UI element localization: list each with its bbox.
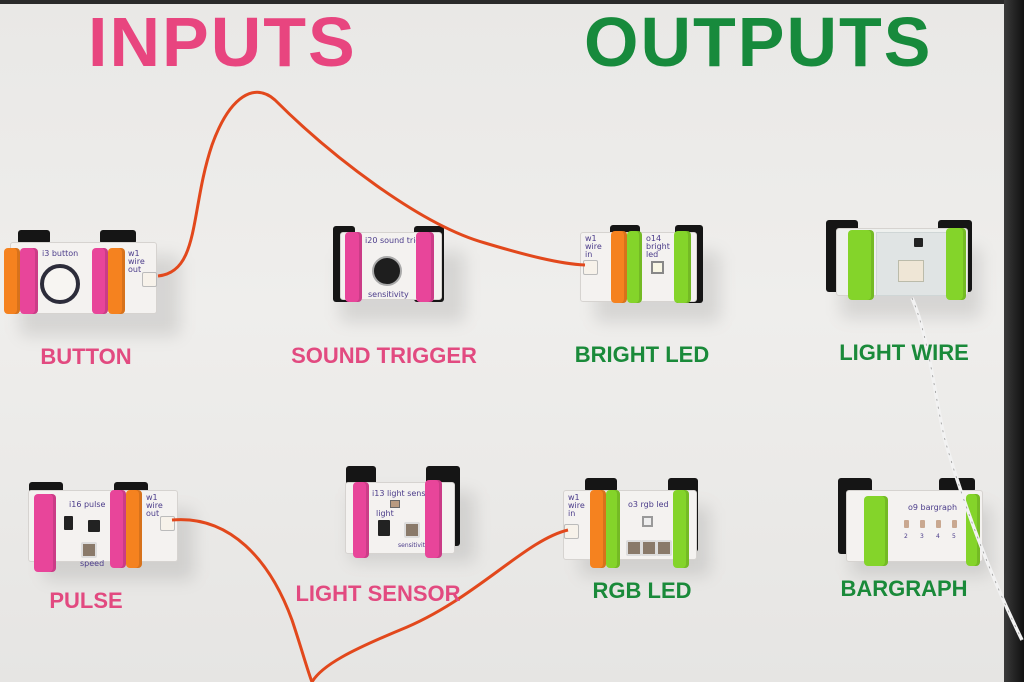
- bargraph-module: o9 bargraph 2 3 4 5: [836, 476, 991, 576]
- photo-sensor: [390, 500, 400, 508]
- inputs-heading: INPUTS: [88, 3, 357, 81]
- board-right-edge: [1004, 0, 1024, 682]
- rgb-led-name: o3 rgb led: [628, 500, 669, 509]
- wire-connector: [160, 516, 175, 531]
- wire-connector: [142, 272, 157, 287]
- button-module-name: i3 button: [42, 249, 79, 258]
- light-wire-connector: [898, 260, 924, 282]
- bright-led-module: w1 wire in o14 bright led: [575, 222, 720, 322]
- bargraph-label: BARGRAPH: [840, 576, 968, 601]
- light-sensor-label: LIGHT SENSOR: [295, 581, 461, 606]
- bright-led-wire-label: w1 wire in: [585, 234, 602, 259]
- sound-trigger-module: i20 sound trigger sensitivity: [330, 222, 465, 322]
- board-top-edge: [0, 0, 1024, 4]
- speed-label: speed: [80, 559, 105, 568]
- pulse-module: i16 pulse speed w1 wire out: [24, 480, 194, 580]
- pulse-name: i16 pulse: [69, 500, 106, 509]
- light-wire-label: LIGHT WIRE: [839, 340, 969, 365]
- sensitivity-label: sensitivity: [368, 290, 409, 299]
- rgb-led-wire-label: w1 wire in: [568, 493, 585, 518]
- light-label: light: [376, 509, 394, 518]
- bright-led-name: o14 bright led: [646, 234, 670, 259]
- sound-trigger-label: SOUND TRIGGER: [291, 343, 477, 368]
- bargraph-name: o9 bargraph: [908, 503, 958, 512]
- button-module: i3 button w1 wire out: [0, 226, 180, 336]
- push-button[interactable]: [40, 264, 80, 304]
- pulse-wire-label: w1 wire out: [146, 493, 163, 518]
- microphone: [372, 256, 402, 286]
- outputs-heading: OUTPUTS: [584, 3, 933, 81]
- pulse-wire: [171, 518, 314, 682]
- rgb-led-label: RGB LED: [592, 578, 692, 603]
- bargraph-number: 5: [952, 533, 956, 540]
- bargraph-number: 2: [904, 533, 908, 540]
- bargraph-number: 3: [920, 533, 924, 540]
- button-label: BUTTON: [40, 344, 132, 369]
- button-wire-label: w1 wire out: [128, 249, 145, 274]
- light-sensor-module: i13 light sensor light sensitivity: [340, 462, 475, 562]
- light-wire-module: [826, 218, 981, 318]
- sensitivity-label: sensitivity: [398, 542, 429, 549]
- bargraph-number: 4: [936, 533, 940, 540]
- rgb-led: [642, 516, 653, 527]
- light-sensor-name: i13 light sensor: [372, 489, 434, 498]
- bright-led-label: BRIGHT LED: [574, 342, 710, 367]
- rgb-led-wire: [310, 528, 569, 682]
- button-to-bright-led-wire: [157, 90, 586, 278]
- wire-connector: [583, 260, 598, 275]
- sound-trigger-name: i20 sound trigger: [365, 236, 434, 245]
- rgb-led-module: w1 wire in o3 rgb led: [560, 476, 710, 576]
- pulse-label: PULSE: [49, 588, 123, 613]
- led: [651, 261, 664, 274]
